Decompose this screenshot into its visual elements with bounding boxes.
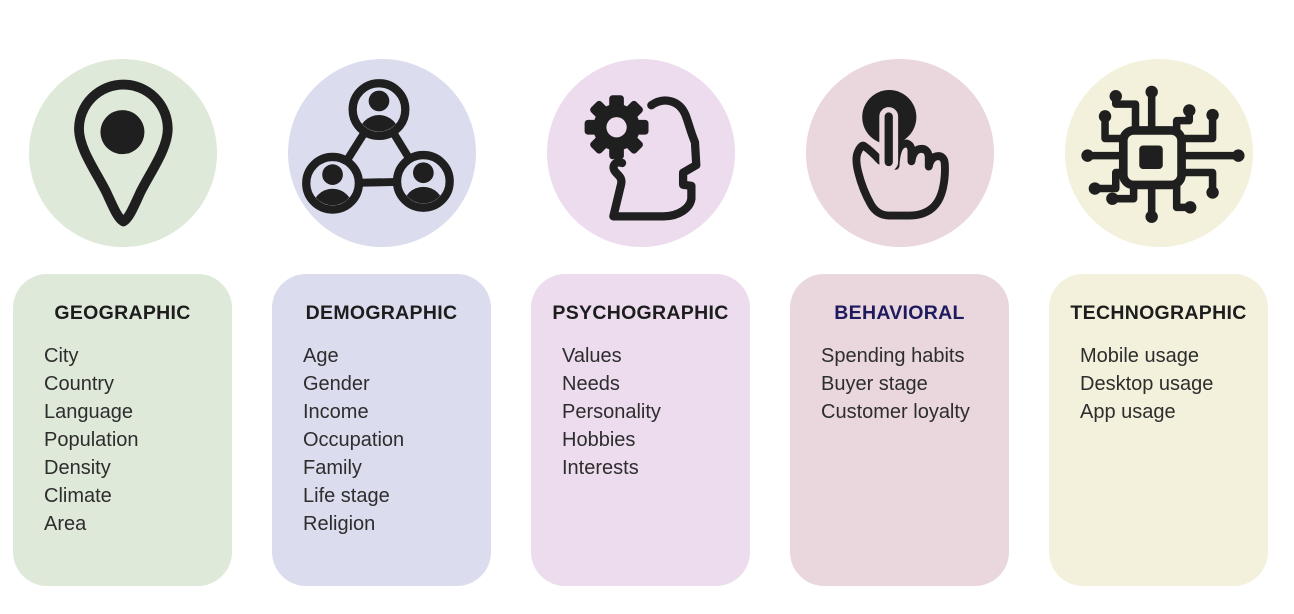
segment-title: PSYCHOGRAPHIC (552, 302, 729, 324)
list-item: Values (562, 345, 622, 367)
list-item: Age (303, 345, 339, 367)
list-item: Area (44, 513, 87, 535)
list-item: App usage (1080, 401, 1176, 423)
list-item: Life stage (303, 485, 390, 507)
list-item: Population (44, 429, 139, 451)
list-item: Density (44, 457, 111, 479)
people-network-icon (287, 59, 476, 247)
list-item: Hobbies (562, 429, 636, 451)
segment-title: BEHAVIORAL (834, 302, 965, 324)
list-item: Occupation (303, 429, 405, 451)
segment-badge (28, 59, 217, 247)
list-item: Interests (562, 457, 639, 479)
location-pin-icon (28, 59, 217, 247)
list-item: Needs (562, 373, 620, 395)
list-item: Mobile usage (1080, 345, 1199, 367)
segment-badge (805, 59, 994, 247)
list-item: Climate (44, 485, 112, 507)
segment-badge (546, 59, 735, 247)
list-item: Personality (562, 401, 661, 423)
list-item: Desktop usage (1080, 373, 1214, 395)
list-item: Religion (303, 513, 376, 535)
segment-title: DEMOGRAPHIC (305, 302, 458, 324)
list-item: Family (303, 457, 362, 479)
list-item: City (44, 345, 79, 367)
head-gear-icon (546, 59, 735, 247)
segment-badge (287, 59, 476, 247)
segment-title: GEOGRAPHIC (54, 302, 191, 324)
list-item: Country (44, 373, 115, 395)
list-item: Gender (303, 373, 370, 395)
list-item: Language (44, 401, 133, 423)
list-item: Income (303, 401, 369, 423)
circuit-chip-icon (1064, 59, 1253, 247)
segment-badge (1064, 59, 1253, 247)
segment-title: TECHNOGRAPHIC (1070, 302, 1247, 324)
list-item: Customer loyalty (821, 401, 970, 423)
tap-hand-icon (805, 59, 994, 247)
list-item: Spending habits (821, 345, 965, 367)
list-item: Buyer stage (821, 373, 928, 395)
